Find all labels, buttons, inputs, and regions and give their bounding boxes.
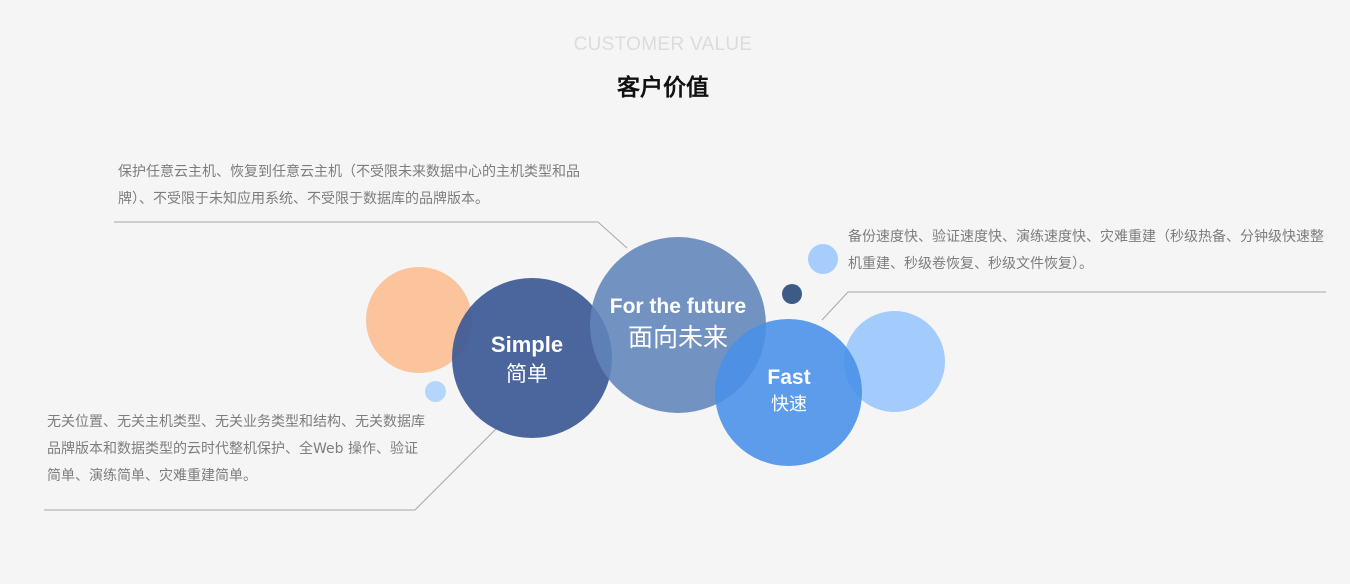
simple-label: Simple 简单 (456, 331, 598, 389)
small-light-blue-dot (425, 381, 446, 402)
fast-label: Fast 快速 (730, 365, 848, 419)
fast-title-en: Fast (767, 366, 811, 389)
fast-title-zh: 快速 (771, 394, 807, 415)
navy-dot (782, 284, 802, 304)
section-eyebrow: CUSTOMER VALUE (573, 34, 753, 55)
future-leader-line (114, 221, 628, 249)
fast-leader-line (821, 291, 1326, 321)
future-label: For the future 面向未来 (589, 293, 767, 355)
simple-description: 无关位置、无关主机类型、无关业务类型和结构、无关数据库品牌版本和数据类型的云时代… (47, 414, 425, 484)
fast-circle (715, 319, 862, 466)
simple-title-en: Simple (490, 332, 564, 357)
future-title-en: For the future (609, 295, 747, 318)
light-blue-dot (808, 244, 838, 274)
simple-circle (452, 278, 612, 438)
fast-description: 备份速度快、验证速度快、演练速度快、灾难重建（秒级热备、分钟级快速整机重建、秒级… (848, 229, 1324, 272)
simple-title-zh: 简单 (506, 362, 548, 386)
simple-leader-line (44, 424, 501, 511)
section-title: 客户价值 (617, 75, 709, 101)
future-description: 保护任意云主机、恢复到任意云主机（不受限未来数据中心的主机类型和品牌）、不受限于… (118, 164, 580, 207)
future-title-zh: 面向未来 (627, 323, 728, 352)
